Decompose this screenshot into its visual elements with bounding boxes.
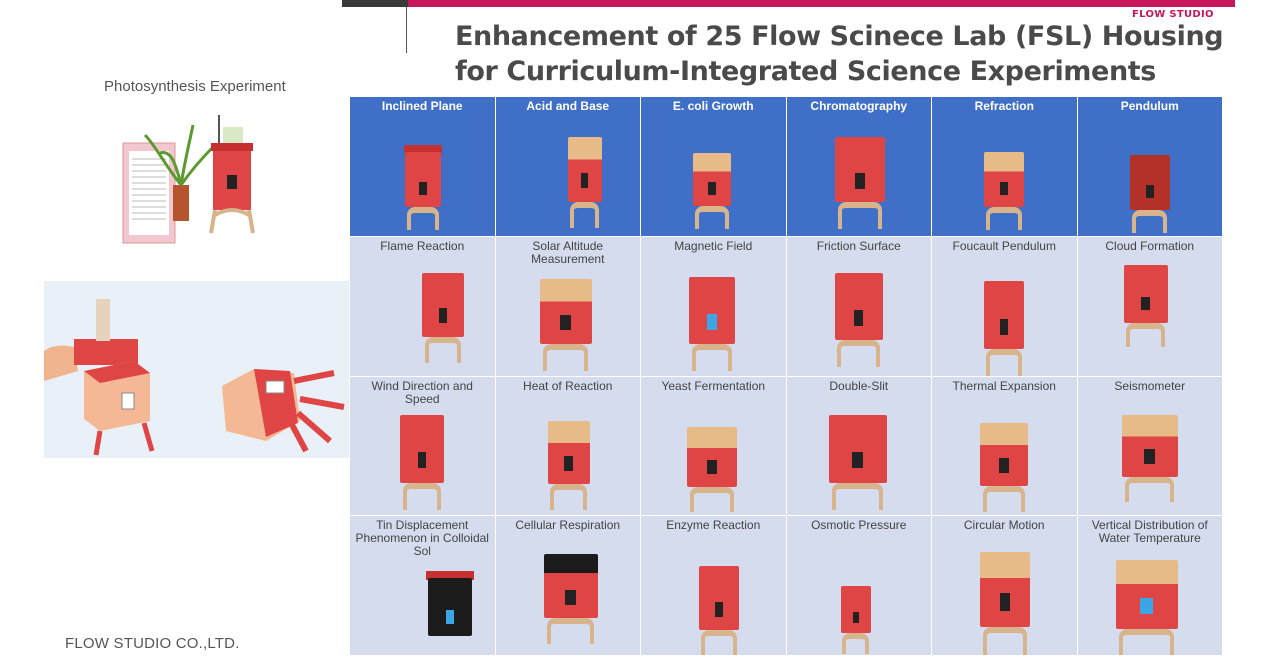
- experiment-cell: Flame Reaction: [350, 236, 495, 376]
- housing-image: [840, 586, 871, 655]
- experiment-label: Thermal Expansion: [952, 378, 1056, 393]
- top-accent-bar-red: [408, 0, 1235, 7]
- housing-image: [687, 426, 737, 513]
- experiment-label: Solar Altitude Measurement: [531, 238, 605, 266]
- experiment-grid: Inclined Plane Acid and Base E. coli Gro…: [350, 97, 1222, 655]
- housing-image: [693, 153, 731, 229]
- housing-image: [547, 420, 590, 511]
- experiment-label: Inclined Plane: [381, 99, 463, 113]
- experiment-label: Flame Reaction: [380, 238, 465, 253]
- company-footer: FLOW STUDIO CO.,LTD.: [65, 635, 240, 652]
- housing-image: [828, 414, 887, 511]
- experiment-cell: Yeast Fermentation: [641, 376, 786, 516]
- title-line-1: Enhancement of 25 Flow Scinece Lab (FSL)…: [455, 21, 1224, 52]
- housing-image: [980, 552, 1030, 655]
- experiment-cell: Foucault Pendulum: [932, 236, 1077, 376]
- housing-image: [567, 137, 602, 228]
- housing-image: [426, 570, 474, 654]
- experiment-label: Seismometer: [1114, 378, 1186, 393]
- experiment-cell: Circular Motion: [932, 516, 1077, 655]
- experiment-cell: E. coli Growth: [641, 97, 786, 236]
- experiment-label: Acid and Base: [526, 99, 610, 113]
- housing-image: [1115, 560, 1178, 655]
- housing-assembly-photo: [44, 281, 349, 458]
- experiment-label: Friction Surface: [816, 238, 901, 253]
- housing-image: [422, 272, 464, 363]
- experiment-label: Double-Slit: [829, 378, 889, 393]
- housing-image: [1123, 264, 1168, 347]
- experiment-label: Vertical Distribution of Water Temperatu…: [1091, 518, 1208, 546]
- housing-image: [400, 414, 444, 511]
- experiment-cell: Heat of Reaction: [495, 376, 640, 516]
- housing-image: [699, 566, 739, 655]
- experiment-label: Pendulum: [1120, 99, 1179, 113]
- title-divider: [406, 7, 407, 53]
- experiment-cell: Cloud Formation: [1077, 236, 1222, 376]
- experiment-label: Circular Motion: [963, 518, 1045, 533]
- experiment-label: Cellular Respiration: [515, 518, 621, 533]
- housing-image: [834, 137, 885, 229]
- experiment-cell: Thermal Expansion: [932, 376, 1077, 516]
- experiment-cell: Double-Slit: [786, 376, 931, 516]
- housing-image: [984, 152, 1024, 230]
- experiment-cell: Enzyme Reaction: [641, 516, 786, 655]
- housing-image: [984, 280, 1024, 376]
- housing-image: [1129, 155, 1170, 233]
- housing-image: [403, 144, 443, 230]
- experiment-label: E. coli Growth: [672, 99, 754, 113]
- housing-assembly-illustration: [44, 281, 349, 458]
- experiment-cell: Friction Surface: [786, 236, 931, 376]
- experiment-label: Refraction: [974, 99, 1034, 113]
- experiment-label: Osmotic Pressure: [811, 518, 907, 533]
- experiment-label: Tin Displacement Phenomenon in Colloidal…: [355, 518, 489, 559]
- experiment-label: Chromatography: [810, 99, 908, 113]
- experiment-cell: Chromatography: [786, 97, 931, 236]
- brand-logo-text: FLOW STUDIO: [1132, 9, 1214, 20]
- experiment-label: Yeast Fermentation: [661, 378, 766, 393]
- title-line-2: for Curriculum-Integrated Science Experi…: [455, 56, 1156, 87]
- experiment-cell: Seismometer: [1077, 376, 1222, 516]
- experiment-cell: Refraction: [932, 97, 1077, 236]
- page-title: Enhancement of 25 Flow Scinece Lab (FSL)…: [455, 19, 1224, 89]
- housing-image: [1121, 414, 1178, 503]
- experiment-cell: Acid and Base: [495, 97, 640, 236]
- experiment-cell: Solar Altitude Measurement: [495, 236, 640, 376]
- housing-image: [543, 554, 598, 645]
- experiment-cell: Osmotic Pressure: [786, 516, 931, 655]
- experiment-label: Enzyme Reaction: [666, 518, 761, 533]
- experiment-label: Wind Direction and Speed: [371, 378, 473, 406]
- experiment-cell: Cellular Respiration: [495, 516, 640, 655]
- experiment-label: Heat of Reaction: [523, 378, 613, 393]
- housing-image: [539, 278, 592, 371]
- experiment-label: Cloud Formation: [1105, 238, 1195, 253]
- photosynthesis-image: [122, 115, 255, 244]
- experiment-cell: Wind Direction and Speed: [350, 376, 495, 516]
- housing-image: [834, 272, 883, 367]
- housing-image: [689, 276, 735, 371]
- experiment-label: Foucault Pendulum: [952, 238, 1056, 253]
- experiment-cell: Pendulum: [1077, 97, 1222, 236]
- photosynthesis-label: Photosynthesis Experiment: [104, 78, 286, 95]
- experiment-cell: Tin Displacement Phenomenon in Colloidal…: [350, 516, 495, 655]
- experiment-cell: Vertical Distribution of Water Temperatu…: [1077, 516, 1222, 655]
- top-accent-bar-dark: [342, 0, 408, 7]
- experiment-label: Magnetic Field: [674, 238, 753, 253]
- experiment-cell: Magnetic Field: [641, 236, 786, 376]
- housing-image: [980, 422, 1028, 513]
- experiment-cell: Inclined Plane: [350, 97, 495, 236]
